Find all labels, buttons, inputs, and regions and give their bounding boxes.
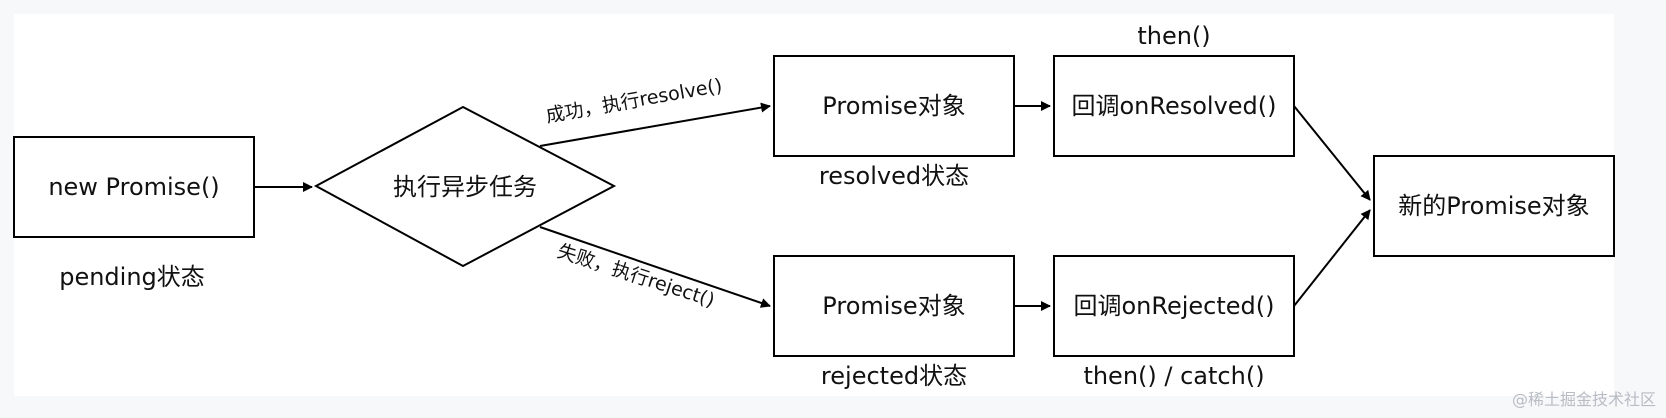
edge-callback-rejected-to-new	[1293, 209, 1371, 307]
node-callback-rejected-label: 回调onRejected()	[1073, 292, 1274, 320]
caption-then: then()	[1137, 22, 1210, 50]
node-callback-resolved-label: 回调onResolved()	[1071, 92, 1276, 120]
watermark-text: @稀土掘金技术社区	[1511, 390, 1656, 409]
caption-resolved-state: resolved状态	[819, 162, 969, 190]
node-promise-rejected-box	[773, 255, 1015, 357]
node-callback-resolved-box	[1053, 55, 1295, 157]
node-async-task-diamond	[313, 105, 617, 268]
edge-task-to-rejected	[539, 226, 771, 308]
node-async-task-label: 执行异步任务	[393, 173, 537, 201]
node-new-promise-object-label: 新的Promise对象	[1398, 192, 1589, 220]
caption-rejected-state: rejected状态	[821, 362, 967, 390]
node-new-promise-label: new Promise()	[48, 173, 219, 201]
edge-label-failure: 失败，执行reject()	[555, 240, 718, 312]
node-promise-resolved-box	[773, 55, 1015, 157]
caption-then-catch: then() / catch()	[1083, 362, 1264, 390]
edge-callback-resolved-to-new	[1293, 105, 1371, 201]
edge-task-to-resolved	[539, 102, 771, 147]
node-promise-rejected-label: Promise对象	[822, 292, 965, 320]
node-new-promise-box	[13, 136, 255, 238]
node-promise-resolved-label: Promise对象	[822, 92, 965, 120]
caption-pending-state: pending状态	[59, 263, 205, 291]
node-new-promise-object-box	[1373, 155, 1615, 257]
node-callback-rejected-box	[1053, 255, 1295, 357]
